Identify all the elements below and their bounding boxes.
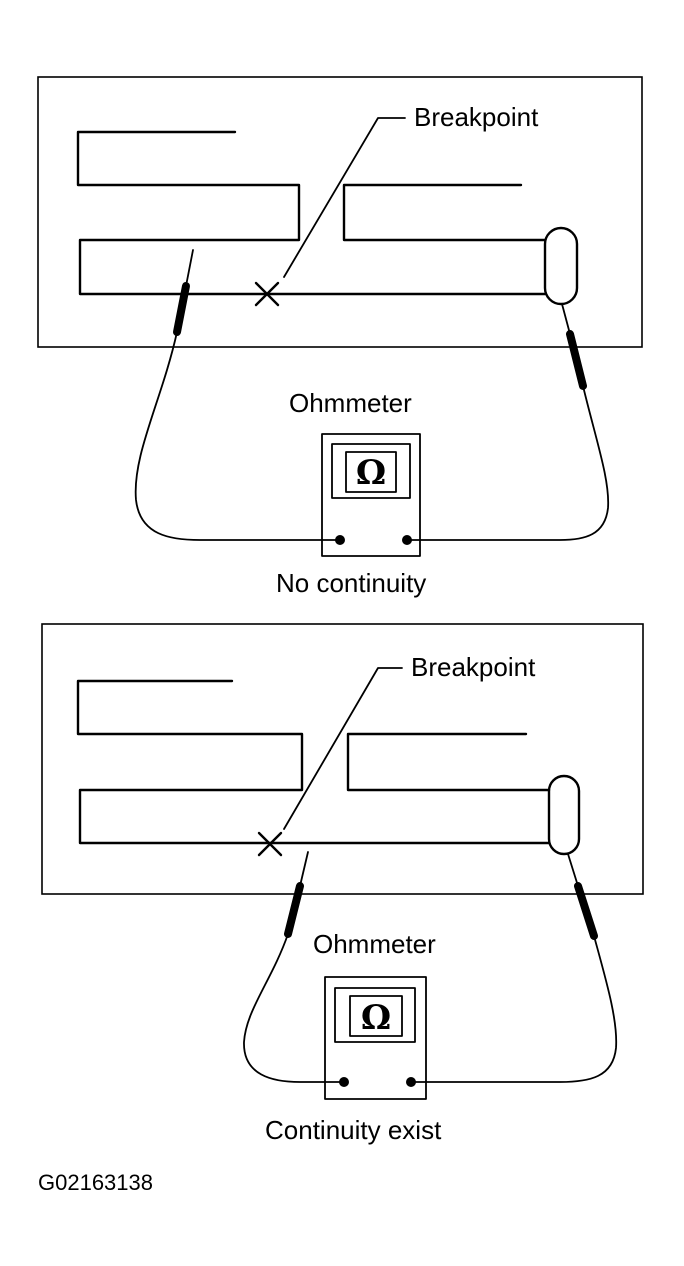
bottom-left-probe <box>284 851 309 938</box>
bottom-left-lead <box>243 933 345 1083</box>
bottom-breakpoint-mark <box>257 831 283 857</box>
top-right-lead <box>406 385 610 541</box>
top-breakpoint-label: Breakpoint <box>414 102 539 132</box>
bottom-glass-panel <box>41 623 644 895</box>
top-meter-label: Ohmmeter <box>289 388 412 418</box>
top-omega-symbol: Ω <box>356 453 386 493</box>
top-meter-terminal-right <box>402 535 412 545</box>
bottom-diagram: Breakpoint Ohmmeter Ω Continuity exist <box>41 623 644 1145</box>
bottom-terminal-connector <box>547 774 581 856</box>
bottom-result-label: Continuity exist <box>265 1115 442 1145</box>
top-breakpoint-leader <box>283 117 406 278</box>
bottom-ohmmeter: Ω <box>324 976 427 1100</box>
bottom-meter-terminal-left <box>339 1077 349 1087</box>
top-heater-grid <box>76 130 579 306</box>
bottom-meter-terminal-right <box>406 1077 416 1087</box>
top-diagram: Breakpoint Ohmmeter Ω No continuity <box>37 76 643 598</box>
top-terminal-connector <box>543 226 579 306</box>
figure-code: G02163138 <box>38 1170 153 1195</box>
top-ohmmeter: Ω <box>321 433 421 557</box>
top-left-lead <box>134 331 341 541</box>
bottom-right-probe <box>567 853 598 940</box>
bottom-meter-label: Ohmmeter <box>313 929 436 959</box>
top-right-probe <box>561 303 587 390</box>
top-meter-terminal-left <box>335 535 345 545</box>
bottom-breakpoint-label: Breakpoint <box>411 652 536 682</box>
bottom-omega-symbol: Ω <box>361 998 391 1038</box>
top-glass-panel <box>37 76 643 348</box>
top-result-label: No continuity <box>276 568 426 598</box>
top-breakpoint-mark <box>254 281 280 307</box>
bottom-right-lead <box>410 935 618 1083</box>
bottom-heater-grid <box>76 679 581 856</box>
top-left-probe <box>173 249 194 336</box>
bottom-breakpoint-leader <box>283 667 403 830</box>
